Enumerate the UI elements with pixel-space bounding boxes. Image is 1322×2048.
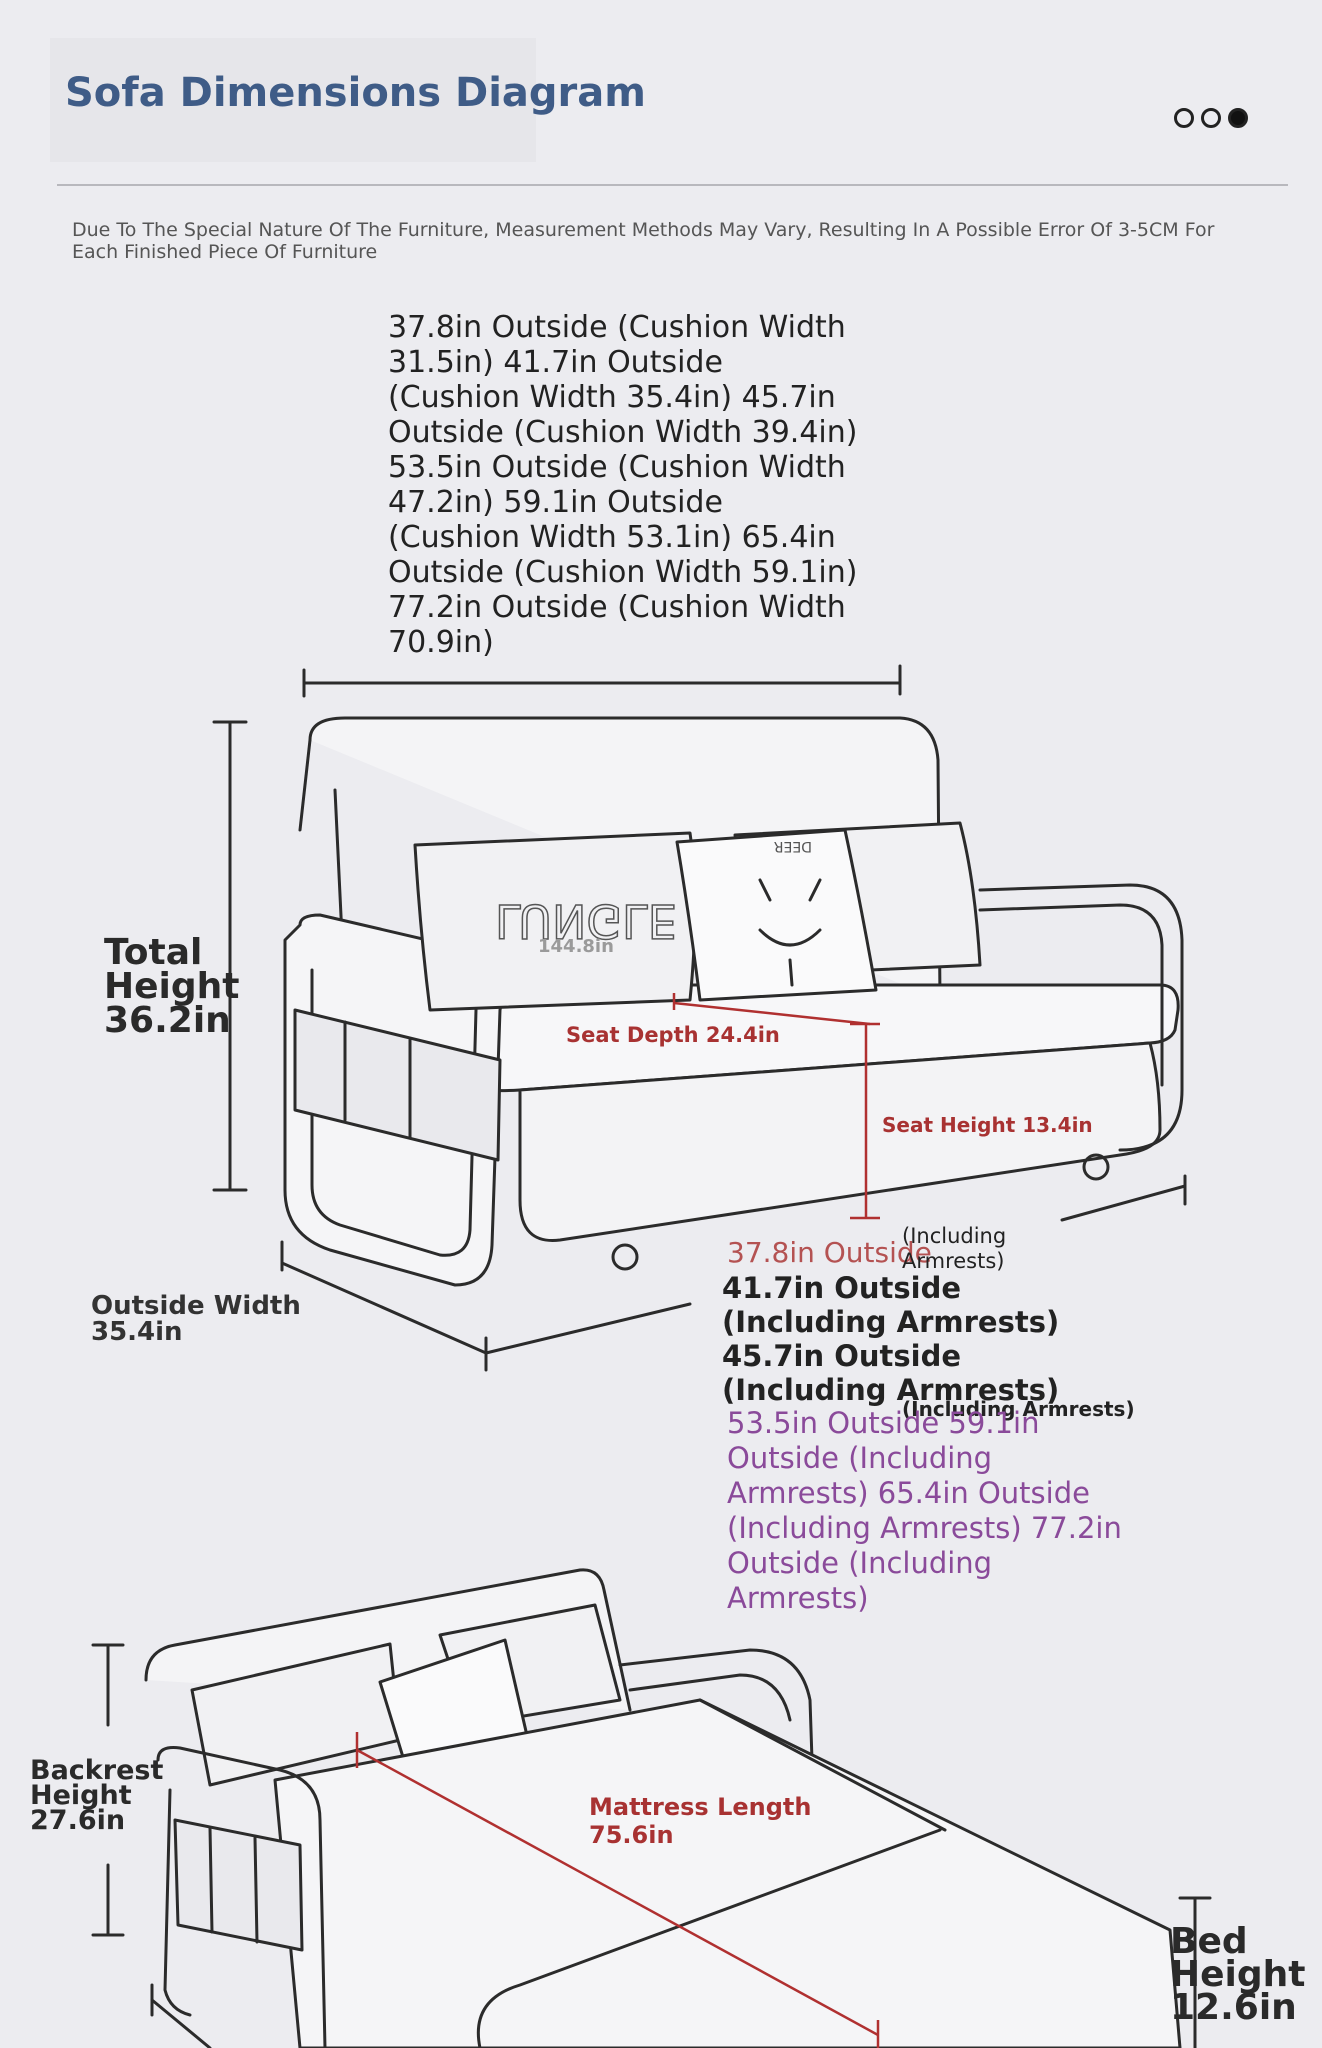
backrest-label-line1: Backrest xyxy=(30,1755,164,1786)
total-height-label: Total Height 36.2in xyxy=(104,932,240,1041)
title-panel xyxy=(50,38,536,162)
armrest-width-a-suffix: (Including Armrests) xyxy=(902,1224,1007,1273)
bed-height-value: 12.6in xyxy=(1170,1987,1297,2028)
page-title: Sofa Dimensions Diagram xyxy=(65,70,646,116)
backrest-height-value: 27.6in xyxy=(30,1805,126,1836)
backrest-height-label: Backrest Height 27.6in xyxy=(30,1755,164,1836)
carousel-dot[interactable] xyxy=(1174,108,1194,128)
outside-width-value: 35.4in xyxy=(91,1317,183,1347)
mattress-length-label: Mattress Length 75.6in xyxy=(589,1793,811,1849)
pillow-print-small: DEER xyxy=(774,838,812,854)
carousel-indicator[interactable] xyxy=(1174,108,1248,128)
mattress-length-line xyxy=(356,1748,879,2037)
bed-label-line2: Height xyxy=(1170,1954,1306,1995)
seat-height-label: Seat Height 13.4in xyxy=(882,1113,1093,1137)
mattress-length-label-text: Mattress Length xyxy=(589,1793,812,1821)
pillow-print-text: LUNGLE xyxy=(495,894,677,948)
armrest-width-c-suffix: (Including Armrests) xyxy=(902,1397,1135,1421)
outside-width-options: 37.8in Outside (Cushion Width 31.5in) 41… xyxy=(388,310,858,660)
armrest-width-b: 41.7in Outside (Including Armrests) 45.7… xyxy=(722,1271,1060,1407)
depth-dimension-line xyxy=(280,1261,488,1355)
total-height-label-line1: Total xyxy=(104,932,203,973)
seat-depth-line xyxy=(673,1001,871,1026)
disclaimer-text: Due To The Special Nature Of The Furnitu… xyxy=(72,219,1215,263)
carousel-dot-active[interactable] xyxy=(1228,108,1248,128)
outside-width-label-text: Outside Width xyxy=(91,1291,301,1321)
divider xyxy=(57,184,1288,186)
bed-label-line1: Bed xyxy=(1170,1921,1248,1962)
seat-depth-label: Seat Depth 24.4in xyxy=(566,1023,780,1047)
outside-width-label: Outside Width 35.4in xyxy=(91,1293,301,1345)
carousel-dot[interactable] xyxy=(1201,108,1221,128)
total-height-label-line2: Height xyxy=(104,966,240,1007)
mattress-length-value: 75.6in xyxy=(589,1821,674,1849)
total-height-value: 36.2in xyxy=(104,1000,231,1041)
bed-height-label: Bed Height 12.6in xyxy=(1170,1921,1306,2028)
backrest-label-line2: Height xyxy=(30,1780,132,1811)
pillow-marking: 144.8in xyxy=(538,936,614,957)
armrest-width-c: 53.5in Outside 59.1in Outside (Including… xyxy=(727,1406,1122,1615)
armrest-width-a: 37.8in Outside xyxy=(727,1236,932,1269)
